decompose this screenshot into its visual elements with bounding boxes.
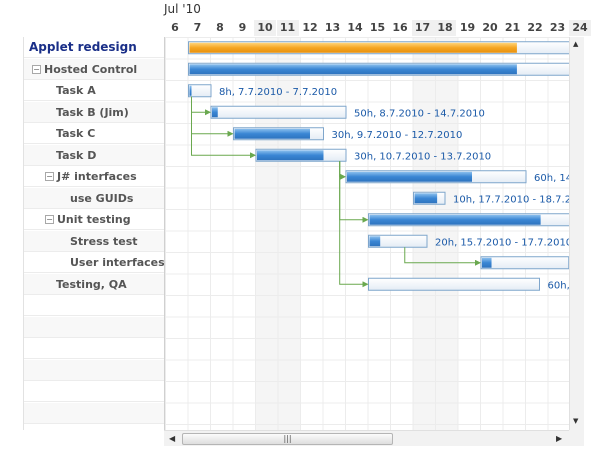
task-progress [414, 193, 438, 204]
tree-row[interactable]: Stress test [24, 230, 165, 252]
day-label: 6 [171, 21, 179, 34]
day-label: 16 [392, 21, 408, 34]
task-duration-label: 10h, 17.7.2010 - 18.7.2010 [453, 194, 569, 205]
tree-row[interactable]: −Unit testing [24, 209, 165, 230]
day-label: 12 [302, 21, 318, 34]
day-label: 17 [411, 20, 434, 36]
day-label: 18 [434, 20, 456, 36]
tree-row[interactable]: use GUIDs [24, 187, 165, 209]
task-bar [210, 105, 347, 119]
task-name: Task B (Jim) [56, 105, 129, 119]
task-name: Task A [56, 84, 96, 97]
tree-row[interactable]: Task A [24, 80, 165, 101]
scroll-left-icon[interactable]: ◀ [169, 434, 176, 443]
task-duration-label: 30h, 10.7.2010 - 13.7.2010 [354, 151, 491, 162]
empty-row [24, 316, 165, 338]
task-name: Unit testing [57, 213, 131, 226]
scroll-right-icon[interactable]: ▶ [556, 434, 563, 443]
collapse-icon[interactable]: − [32, 64, 41, 74]
task-name: J# interfaces [57, 170, 137, 183]
task-name: User interfaces [70, 256, 165, 269]
collapse-icon[interactable]: − [45, 215, 54, 224]
task-duration-label: 20h, 15.7.2010 - 17.7.2010 [435, 237, 569, 248]
tree-row[interactable]: −J# interfaces [24, 166, 165, 187]
tree-row[interactable]: Testing, QA [24, 273, 165, 295]
task-name: Task D [56, 148, 97, 162]
task-name: Testing, QA [56, 277, 127, 291]
horizontal-scrollbar[interactable]: ◀ ||| ▶ [164, 430, 569, 446]
tree-row[interactable]: −Hosted Control [24, 58, 165, 80]
empty-row [24, 338, 165, 359]
dependency-link [339, 161, 346, 180]
dependency-link [191, 96, 256, 159]
task-name: Task C [56, 127, 96, 140]
weekend-column [412, 37, 435, 430]
day-label: 13 [324, 21, 341, 34]
scroll-down-icon[interactable]: ▼ [573, 417, 579, 425]
task-bar [480, 256, 569, 270]
task-duration-label: 60h, 15.7.2010 - 21.7.2010 [548, 280, 570, 291]
tree-row[interactable]: Task C [24, 123, 165, 144]
task-bar [188, 84, 212, 98]
empty-row [24, 402, 165, 424]
day-label: 10 [254, 20, 276, 36]
month-label: Jul '10 [164, 2, 201, 16]
day-label: 15 [369, 21, 386, 34]
task-name: Hosted Control [44, 62, 138, 76]
task-bar [368, 234, 428, 248]
scroll-corner [569, 430, 584, 446]
tree-row[interactable]: Task D [24, 144, 165, 166]
task-duration-label: 50h, 8.7.2010 - 14.7.2010 [354, 108, 485, 119]
day-label: 7 [193, 21, 202, 34]
day-label: 19 [459, 21, 476, 34]
day-label: 8 [216, 21, 224, 34]
task-name: Applet redesign [29, 40, 137, 54]
task-name: Stress test [70, 234, 138, 248]
day-label: 22 [527, 21, 543, 34]
task-progress [189, 85, 192, 96]
day-label: 14 [347, 21, 363, 34]
gantt-svg: 8h, 7.7.2010 - 7.7.2010 50h, 8.7.2010 - 1… [165, 37, 569, 430]
day-label: 11 [276, 20, 299, 36]
task-progress [369, 236, 381, 247]
tree-row[interactable]: Applet redesign [24, 37, 165, 58]
dependency-link [191, 96, 211, 116]
task-progress [189, 42, 517, 53]
task-bar [368, 277, 540, 291]
task-progress [189, 64, 517, 75]
empty-row [24, 359, 165, 381]
task-progress [347, 171, 472, 182]
day-label: 21 [504, 21, 521, 34]
task-duration-label: 30h, 9.7.2010 - 12.7.2010 [332, 130, 463, 141]
tree-row[interactable]: Task B (Jim) [24, 101, 165, 123]
task-progress [369, 214, 541, 225]
day-label: 24 [569, 20, 591, 36]
day-label: 20 [482, 21, 498, 34]
collapse-icon[interactable]: − [45, 172, 54, 181]
task-duration-label: 60h, 14.7.2010 - 21.7.2010 [534, 173, 569, 184]
weekend-column [435, 37, 458, 430]
task-progress [234, 128, 310, 139]
tree-row[interactable]: User interfaces [24, 252, 165, 273]
vertical-scrollbar[interactable]: ▲ ▼ [569, 37, 584, 430]
gantt-bars-area: 8h, 7.7.2010 - 7.7.2010 50h, 8.7.2010 - 1… [164, 37, 569, 430]
empty-row [24, 295, 165, 316]
task-progress [482, 257, 492, 268]
empty-row [24, 381, 165, 402]
dependency-link [339, 161, 369, 223]
task-duration-label: 8h, 7.7.2010 - 7.7.2010 [219, 87, 337, 98]
task-progress [212, 107, 218, 118]
day-label: 23 [549, 21, 566, 34]
scroll-up-icon[interactable]: ▲ [573, 40, 579, 48]
dependency-link [404, 247, 481, 266]
day-label: 9 [238, 21, 247, 34]
task-progress [257, 150, 324, 161]
dependency-link [339, 161, 369, 288]
task-name: use GUIDs [70, 191, 134, 205]
horizontal-scroll-thumb[interactable]: ||| [182, 433, 393, 445]
